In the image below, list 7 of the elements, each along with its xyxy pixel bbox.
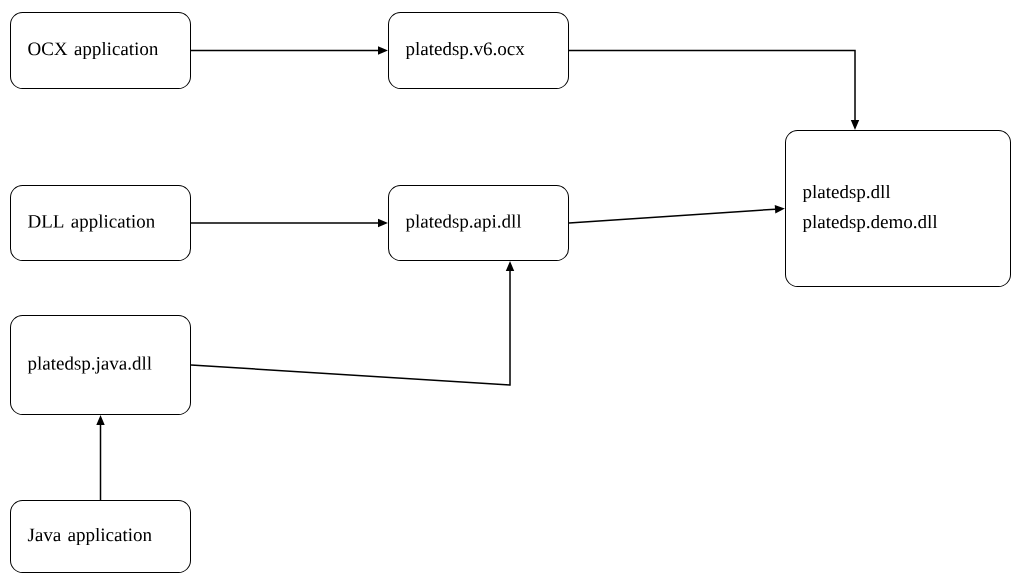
- process-box: platedsp.api.dll: [388, 185, 569, 261]
- process-box: Java application: [10, 500, 191, 573]
- process-box: OCX application: [10, 12, 191, 89]
- process-box: DLL application: [10, 185, 191, 261]
- process-box: platedsp.v6.ocx: [388, 12, 569, 89]
- process-box: platedsp.dll platedsp.demo.dll: [785, 130, 1011, 287]
- process-box: platedsp.java.dll: [10, 315, 191, 415]
